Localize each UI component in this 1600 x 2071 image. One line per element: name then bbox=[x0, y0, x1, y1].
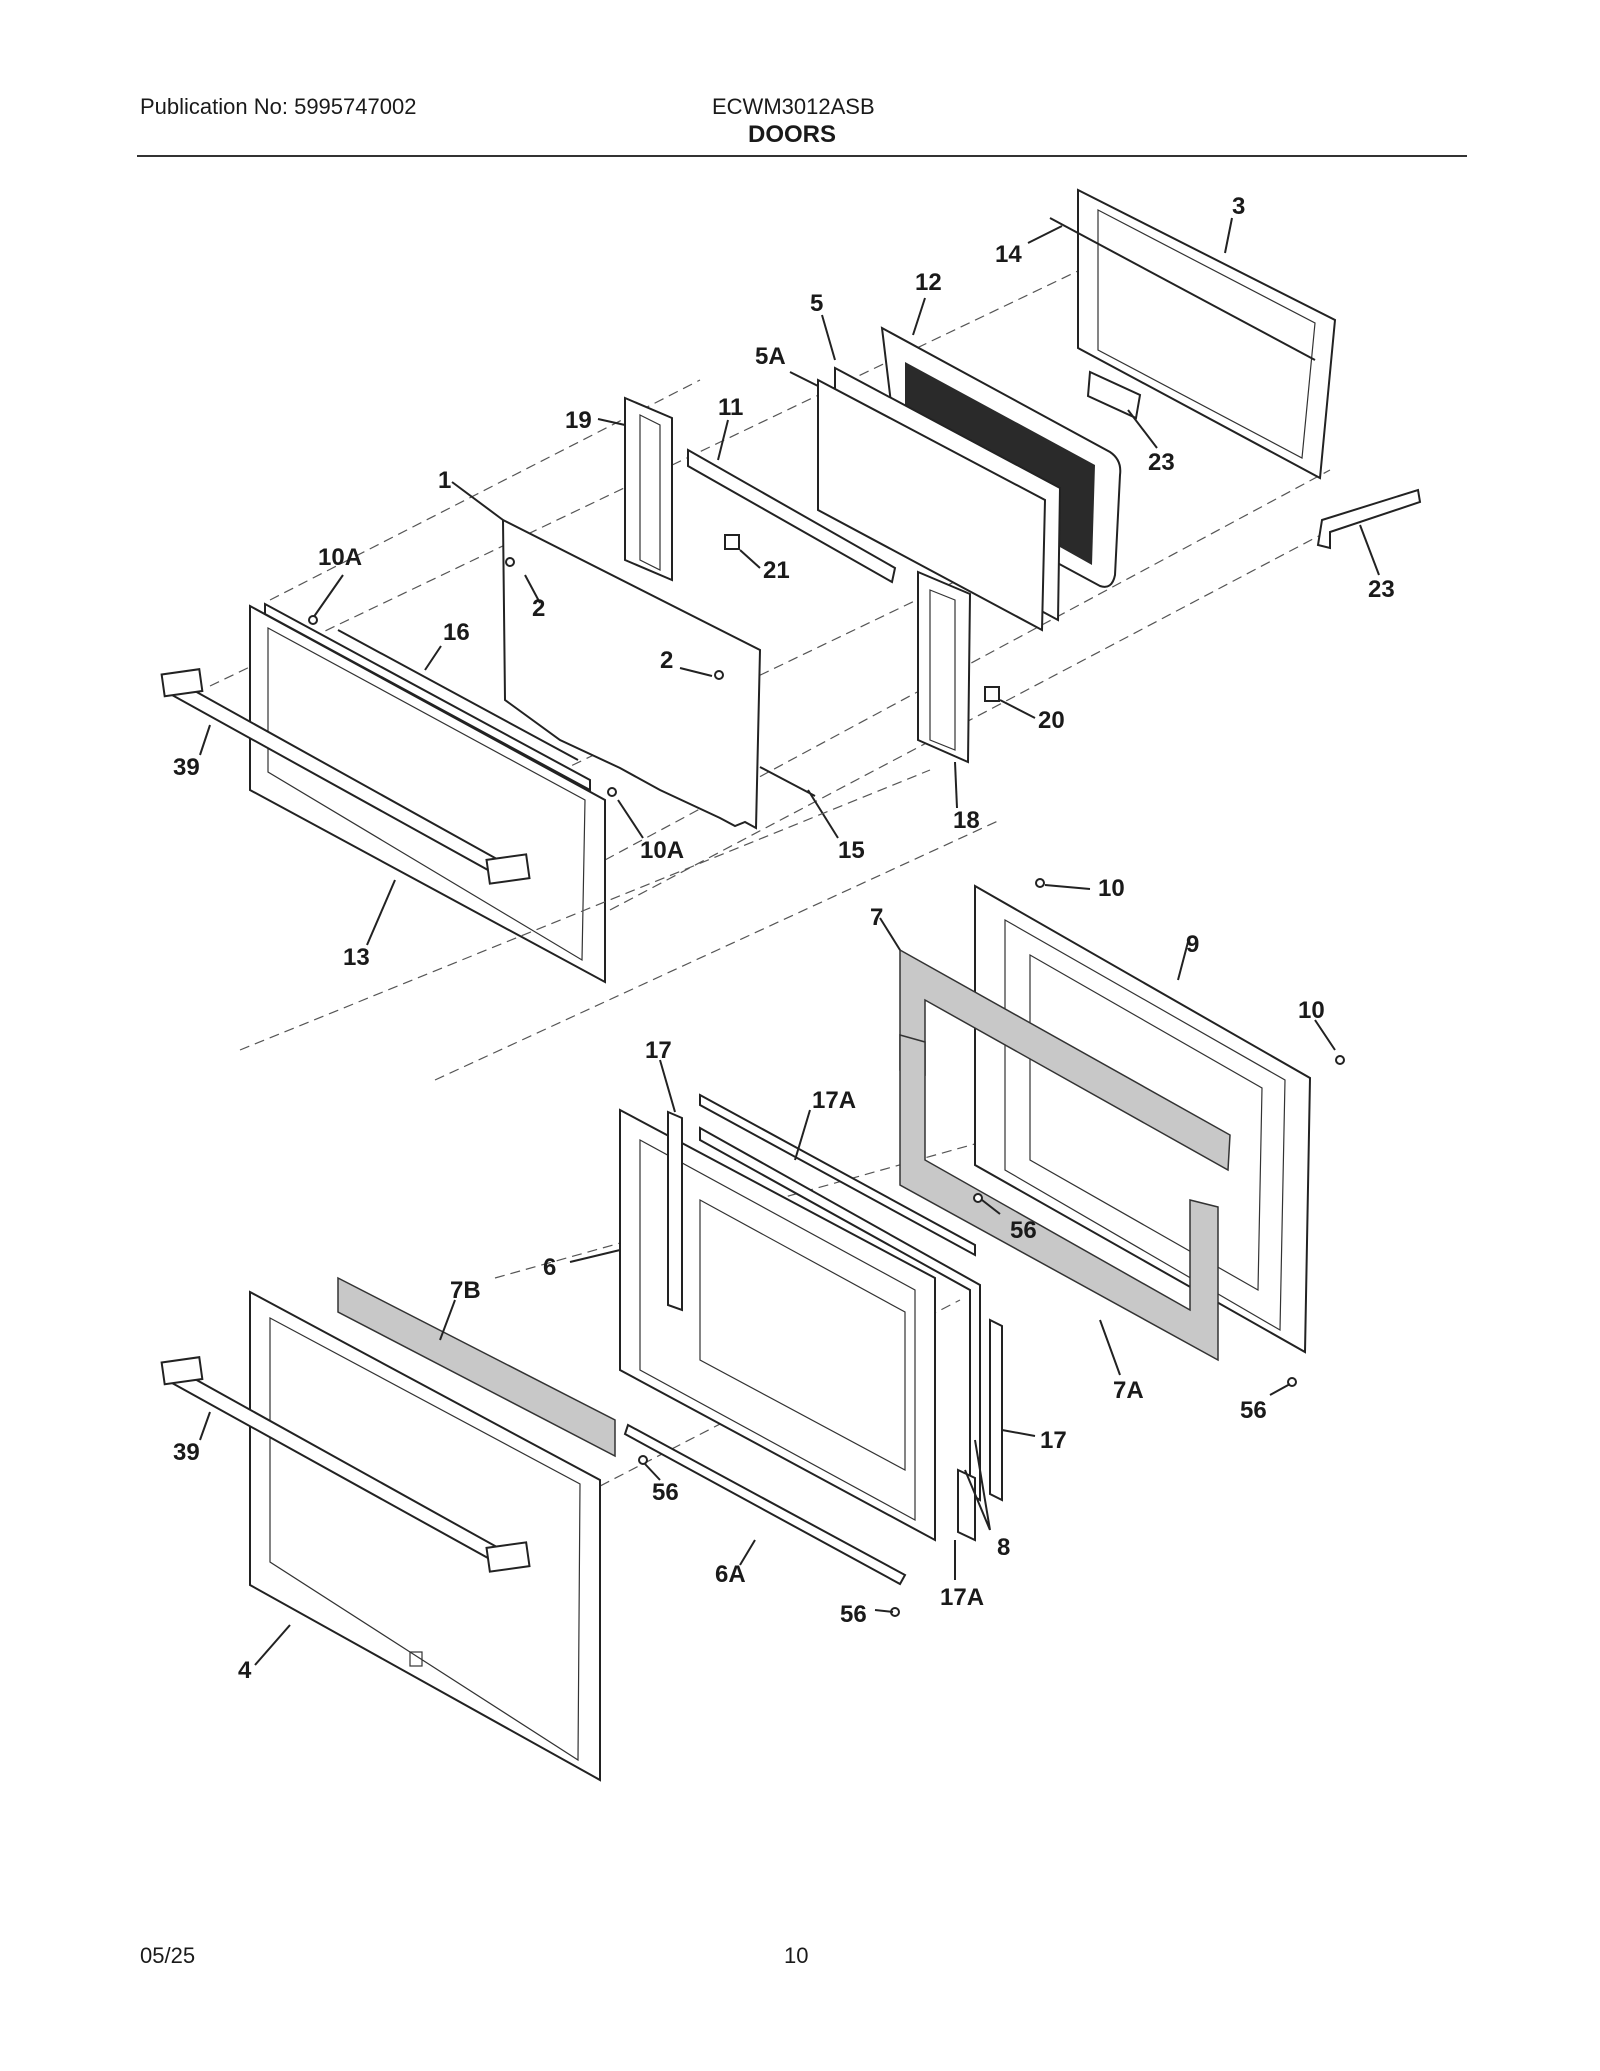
part-39-handle-upper bbox=[160, 668, 531, 885]
callout-3: 3 bbox=[1232, 193, 1245, 220]
callout-7: 7 bbox=[870, 904, 883, 931]
callout-10-lower: 10 bbox=[1298, 997, 1325, 1024]
page-number: 10 bbox=[784, 1943, 809, 1968]
callout-20: 20 bbox=[1038, 707, 1065, 734]
callout-17-upper: 17 bbox=[645, 1037, 672, 1064]
callout-9: 9 bbox=[1186, 931, 1199, 958]
part-4-outer-door-lower bbox=[249, 1290, 601, 1782]
header-rule bbox=[137, 155, 1467, 157]
callout-23-lower: 23 bbox=[1368, 576, 1395, 603]
callout-56-upper: 56 bbox=[1010, 1217, 1037, 1244]
part-1-inner-panel bbox=[501, 518, 762, 830]
callout-15: 15 bbox=[838, 837, 865, 864]
part-17-strip-lower bbox=[989, 1318, 1003, 1502]
callout-7B: 7B bbox=[450, 1277, 481, 1304]
callout-17A-lower: 17A bbox=[940, 1584, 984, 1611]
publication-number: Publication No: 5995747002 bbox=[140, 94, 417, 119]
part-11-rail bbox=[687, 448, 897, 584]
callout-11: 11 bbox=[718, 394, 743, 421]
callout-10A-lower: 10A bbox=[640, 837, 684, 864]
upper-leader-lines bbox=[199, 217, 1380, 946]
footer-date: 05/25 bbox=[140, 1943, 196, 1968]
part-14-rod bbox=[1049, 217, 1316, 361]
part-18-side-bracket bbox=[917, 570, 972, 764]
part-13-outer-door-upper bbox=[249, 602, 606, 984]
part-17A-strip-upper bbox=[699, 1093, 976, 1257]
part-6-door-frame bbox=[619, 1108, 936, 1542]
callout-17A-upper: 17A bbox=[812, 1087, 856, 1114]
callout-56-right: 56 bbox=[1240, 1397, 1267, 1424]
callout-7A: 7A bbox=[1113, 1377, 1144, 1404]
callout-6: 6 bbox=[543, 1254, 556, 1281]
callout-18: 18 bbox=[953, 807, 980, 834]
callout-5A: 5A bbox=[755, 343, 786, 370]
part-19-side-bracket bbox=[624, 396, 673, 582]
callout-19: 19 bbox=[565, 407, 592, 434]
fastener-screws bbox=[308, 557, 1345, 1617]
part-15-strip bbox=[759, 766, 816, 797]
callout-2-lower: 2 bbox=[660, 647, 673, 674]
callout-4: 4 bbox=[238, 1657, 252, 1684]
callout-56-left: 56 bbox=[652, 1479, 679, 1506]
part-7B-vent-panel bbox=[337, 1276, 616, 1458]
part-21-clip bbox=[724, 534, 740, 550]
model-number: ECWM3012ASB bbox=[712, 94, 875, 119]
part-39-handle-lower bbox=[160, 1356, 531, 1573]
part-3-inner-door-frame bbox=[1077, 188, 1337, 480]
callout-56-bottom: 56 bbox=[840, 1601, 867, 1628]
part-20-clip bbox=[984, 686, 1000, 702]
part-6A-bottom-rail bbox=[623, 1423, 907, 1586]
callout-12: 12 bbox=[915, 269, 942, 296]
callout-17-lower: 17 bbox=[1040, 1427, 1067, 1454]
part-7A-gasket-lower bbox=[899, 1034, 1219, 1362]
callout-23-upper: 23 bbox=[1148, 449, 1175, 476]
callout-2-upper: 2 bbox=[532, 595, 545, 622]
callout-8: 8 bbox=[997, 1534, 1010, 1561]
callout-6A: 6A bbox=[715, 1561, 746, 1588]
callout-21: 21 bbox=[763, 557, 790, 584]
callout-1: 1 bbox=[438, 467, 451, 494]
callout-39-upper: 39 bbox=[173, 754, 200, 781]
part-23-hinge-lower bbox=[1316, 488, 1422, 550]
callout-10-upper: 10 bbox=[1098, 875, 1125, 902]
callout-39-lower: 39 bbox=[173, 1439, 200, 1466]
callout-14: 14 bbox=[995, 241, 1022, 268]
callout-16: 16 bbox=[443, 619, 470, 646]
part-5A-glass-panel bbox=[817, 378, 1047, 632]
part-17-strip-upper bbox=[667, 1110, 683, 1312]
part-16-vent-strip bbox=[337, 629, 579, 761]
callout-13: 13 bbox=[343, 944, 370, 971]
callout-10A-upper: 10A bbox=[318, 544, 362, 571]
part-23-hinge-upper bbox=[1086, 370, 1142, 420]
section-title: DOORS bbox=[748, 121, 837, 148]
part-17A-strip-lower bbox=[957, 1468, 976, 1542]
lower-leader-lines bbox=[199, 884, 1336, 1666]
callout-5: 5 bbox=[810, 290, 823, 317]
